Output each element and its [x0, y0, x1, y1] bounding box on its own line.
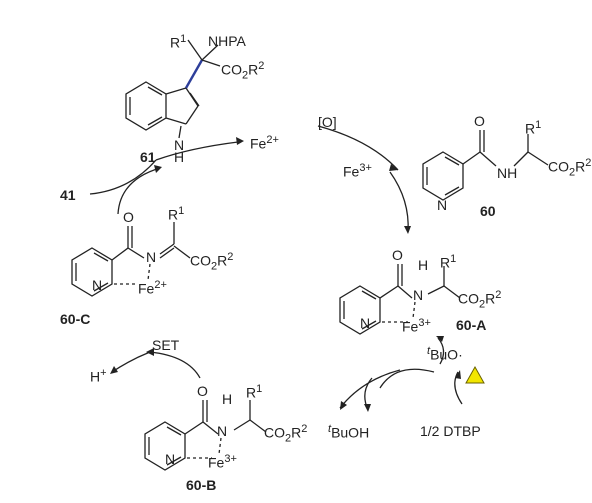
compound-60B-label: 60-B	[186, 477, 217, 493]
fe3-60B-label: Fe3+	[208, 453, 237, 471]
n-ring-label-60C: N	[92, 277, 103, 293]
r1-label-60A: R1	[440, 253, 457, 271]
indole-61-structure	[125, 39, 221, 139]
substrate-60-structure	[422, 130, 549, 201]
complex-60C-structure	[71, 222, 191, 297]
fe3-60A-label: Fe3+	[402, 317, 431, 335]
nhpa-label: NHPA	[208, 33, 246, 49]
h-plus-label: H+	[90, 367, 107, 385]
complex-60A-structure	[339, 264, 461, 335]
h-label-60A: H	[418, 257, 429, 273]
cycle-arrows	[89, 125, 463, 412]
co2r2-label-60B: CO2R2	[264, 423, 308, 445]
compound-41-label: 41	[60, 187, 76, 203]
fe2-top-label: Fe2+	[250, 134, 279, 152]
compound-60C-label: 60-C	[60, 311, 91, 327]
r1-label-60B: R1	[246, 383, 263, 401]
n-amide-label-60B: N	[217, 423, 228, 439]
o-label-60: O	[474, 113, 485, 129]
r1-label-60C: R1	[168, 205, 185, 223]
co2r2-label-60A: CO2R2	[458, 289, 502, 311]
indole-h-label: H	[174, 149, 185, 165]
tbuoh-label: tBuOH	[328, 423, 370, 441]
radical-60B-structure	[144, 400, 267, 471]
fe3-top-label: Fe3+	[343, 162, 372, 180]
o-label-60A: O	[392, 247, 403, 263]
heat-triangle-icon	[465, 365, 485, 384]
n-ring-label-60B: N	[165, 451, 176, 467]
fe2-60C-label: Fe2+	[138, 279, 167, 297]
o-label-60C: O	[123, 209, 134, 225]
n-amide-label-60A: N	[413, 287, 424, 303]
compound-60A-label: 60-A	[456, 317, 487, 333]
indole-n-label: N	[174, 137, 185, 153]
nh-label-60: NH	[497, 165, 518, 181]
co2r2-label-61: CO2R2	[221, 60, 265, 82]
compound-61-label: 61	[140, 149, 156, 165]
oxidant-label: [O]	[318, 114, 337, 130]
co2r2-label-60C: CO2R2	[190, 251, 234, 273]
n-ring-label-60A: N	[360, 315, 371, 331]
h-label-60B: H	[222, 391, 233, 407]
r1-label-61: R1	[170, 33, 187, 51]
r1-label-60: R1	[525, 119, 542, 137]
tbuo-radical-label: tBuO·	[427, 345, 463, 363]
n-ring-label-60: N	[437, 197, 448, 213]
co2r2-label-60: CO2R2	[548, 157, 592, 179]
n-imine-label-60C: N	[146, 249, 157, 265]
dtbp-label: 1/2 DTBP	[420, 423, 481, 439]
compound-60-label: 60	[480, 203, 496, 219]
set-label: SET	[152, 337, 180, 353]
o-label-60B: O	[197, 383, 208, 399]
